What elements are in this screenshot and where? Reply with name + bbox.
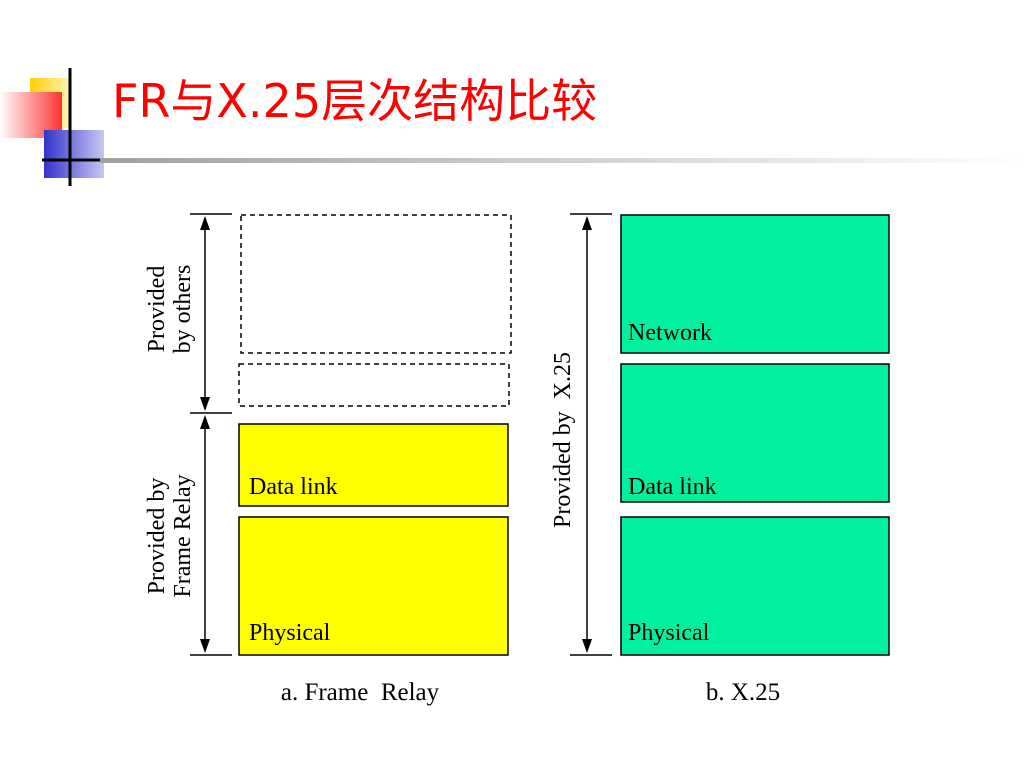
x25-network-box (620, 214, 890, 354)
fr-relay-arrow-up (200, 415, 210, 429)
x25-datalink-box (620, 363, 890, 503)
page-title: FR与X.25层次结构比较 (112, 74, 598, 128)
corner-ornament (0, 60, 140, 190)
fr-physical-label: Physical (249, 620, 331, 646)
fr-others-label-line2: by others (170, 265, 196, 354)
x25-datalink-label: Data link (628, 474, 717, 500)
fr-relay-arrow-down (200, 639, 210, 653)
fr-upper-dashed-box (240, 214, 512, 354)
fr-middle-dashed-box (238, 363, 510, 407)
fr-others-label-line1: Provided (144, 266, 170, 353)
fr-others-arrow-down (200, 397, 210, 411)
fr-caption: a. Frame Relay (281, 679, 440, 706)
fr-relay-label-line2: Frame Relay (170, 474, 196, 597)
x25-network-label: Network (628, 320, 712, 346)
fr-datalink-label: Data link (249, 474, 338, 500)
frame-relay-stack: Data link Physical Provided by others Pr… (144, 213, 512, 706)
x25-arrow-down (582, 639, 592, 653)
fr-physical-box (238, 516, 509, 656)
x25-physical-box (620, 516, 890, 656)
x25-physical-label: Physical (628, 620, 710, 646)
fr-others-arrow-up (200, 216, 210, 230)
x25-stack: Network Data link Physical Provided by X… (550, 213, 890, 706)
fr-datalink-box (238, 423, 509, 507)
title-underline (100, 158, 1024, 163)
x25-arrow-up (582, 216, 592, 230)
corner-ornament-graphic (0, 68, 130, 186)
fr-relay-label-line1: Provided by (144, 478, 170, 595)
x25-provided-label: Provided by X.25 (550, 352, 576, 528)
x25-caption: b. X.25 (706, 679, 780, 706)
